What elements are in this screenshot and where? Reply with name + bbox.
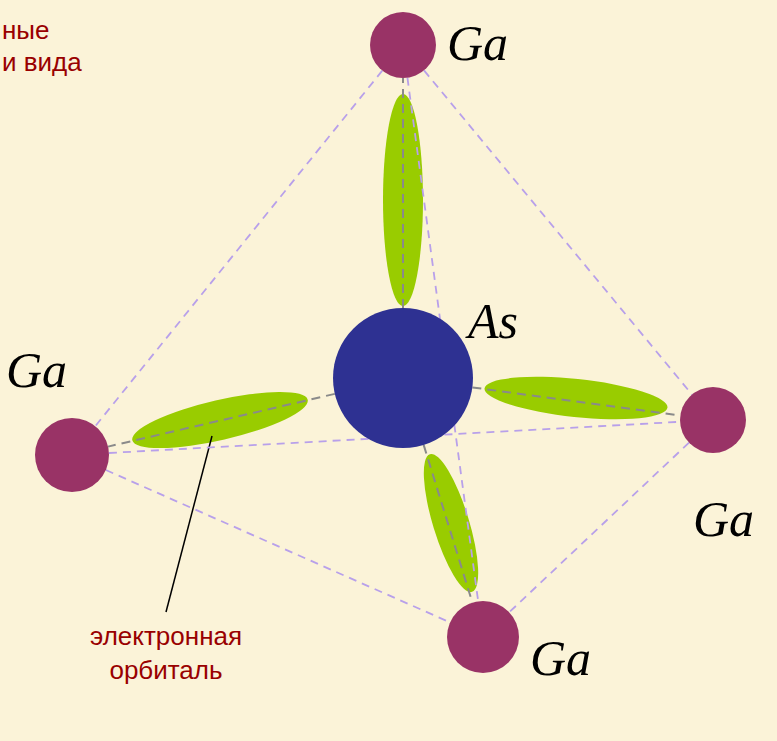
- gallium-atom: Ga: [370, 12, 436, 78]
- orbital: [128, 380, 312, 459]
- atom-label: Ga: [530, 633, 591, 683]
- dashed-line: [402, 78, 404, 308]
- dashed-line: [424, 445, 473, 603]
- dashed-line: [108, 394, 335, 447]
- bond-line: [424, 445, 473, 603]
- arsenic-atom: As: [333, 308, 473, 448]
- orbitals: [128, 94, 670, 597]
- tetrahedron-edge: [509, 443, 689, 613]
- gallium-atom: Ga: [35, 418, 109, 492]
- leader-line: [166, 436, 212, 612]
- dashed-line: [472, 387, 680, 415]
- bond-line: [108, 394, 335, 447]
- gallium-atom: Ga: [447, 601, 519, 673]
- heading-fragment: ные: [2, 14, 202, 48]
- dashed-line: [106, 470, 450, 622]
- atom-label: Ga: [447, 18, 508, 68]
- bond-line: [472, 387, 680, 415]
- orbital: [483, 369, 670, 426]
- heading-fragment: и вида: [2, 46, 202, 80]
- dashed-line: [509, 443, 689, 613]
- gallium-atom: Ga: [680, 387, 746, 453]
- orbital: [413, 449, 490, 597]
- atom-label: As: [468, 296, 518, 346]
- bond-line: [403, 78, 404, 308]
- atom-label: Ga: [6, 345, 67, 395]
- atom-label: Ga: [693, 494, 754, 544]
- callout-label: электронная орбиталь: [66, 620, 266, 688]
- tetrahedron-edge: [106, 470, 450, 622]
